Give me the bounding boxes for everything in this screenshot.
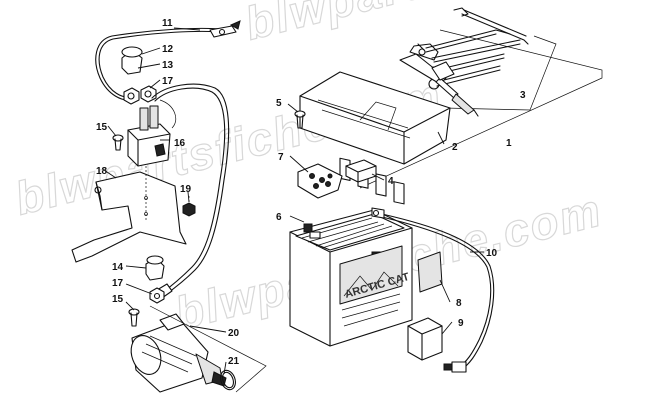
nuts-17-upper bbox=[123, 85, 157, 105]
callout-15-upper: 15 bbox=[96, 122, 108, 133]
starter-motor-20 bbox=[130, 313, 227, 393]
callout-5: 5 bbox=[276, 98, 282, 109]
tools-3 bbox=[399, 7, 529, 117]
battery-6: ARCTIC CAT bbox=[289, 209, 413, 347]
callout-20: 20 bbox=[228, 328, 240, 339]
callout-18: 18 bbox=[96, 166, 108, 177]
callout-box-20-21 bbox=[149, 305, 267, 393]
callout-19: 19 bbox=[180, 184, 192, 195]
callout-15-lower: 15 bbox=[112, 294, 124, 305]
callout-3: 3 bbox=[520, 90, 526, 101]
callout-21: 21 bbox=[228, 356, 240, 367]
callout-2: 2 bbox=[452, 142, 458, 153]
boot-12 bbox=[121, 46, 143, 75]
callout-9: 9 bbox=[458, 318, 464, 329]
leader-lines bbox=[103, 27, 484, 375]
solenoid-16 bbox=[127, 99, 177, 167]
callout-11: 11 bbox=[162, 18, 173, 29]
screw-15-upper bbox=[112, 134, 124, 151]
screw-15-lower bbox=[128, 308, 140, 327]
screw-5 bbox=[294, 110, 306, 129]
callout-6: 6 bbox=[276, 212, 282, 223]
callout-labels: 11 12 13 17 15 16 18 19 14 17 15 20 21 5… bbox=[96, 18, 526, 367]
watermark-text-2: blwpartsfiche.com bbox=[240, 0, 650, 50]
callout-17-upper: 17 bbox=[162, 76, 174, 87]
callout-14: 14 bbox=[112, 262, 124, 273]
callout-13: 13 bbox=[162, 60, 174, 71]
pad-9 bbox=[407, 317, 443, 361]
callout-17-lower: 17 bbox=[112, 278, 124, 289]
callout-7: 7 bbox=[278, 152, 284, 163]
callout-12: 12 bbox=[162, 44, 174, 55]
callout-10: 10 bbox=[486, 248, 498, 259]
boot-14 bbox=[145, 255, 165, 281]
bracket-18 bbox=[71, 166, 187, 263]
callout-8: 8 bbox=[456, 298, 462, 309]
callout-bracket-1-3 bbox=[359, 29, 603, 189]
cable-10 bbox=[371, 207, 495, 373]
callout-16: 16 bbox=[174, 138, 186, 149]
fuse-block-7 bbox=[297, 163, 343, 199]
nut-17-lower bbox=[149, 287, 165, 304]
callout-4: 4 bbox=[388, 176, 394, 187]
callout-1: 1 bbox=[506, 138, 512, 149]
